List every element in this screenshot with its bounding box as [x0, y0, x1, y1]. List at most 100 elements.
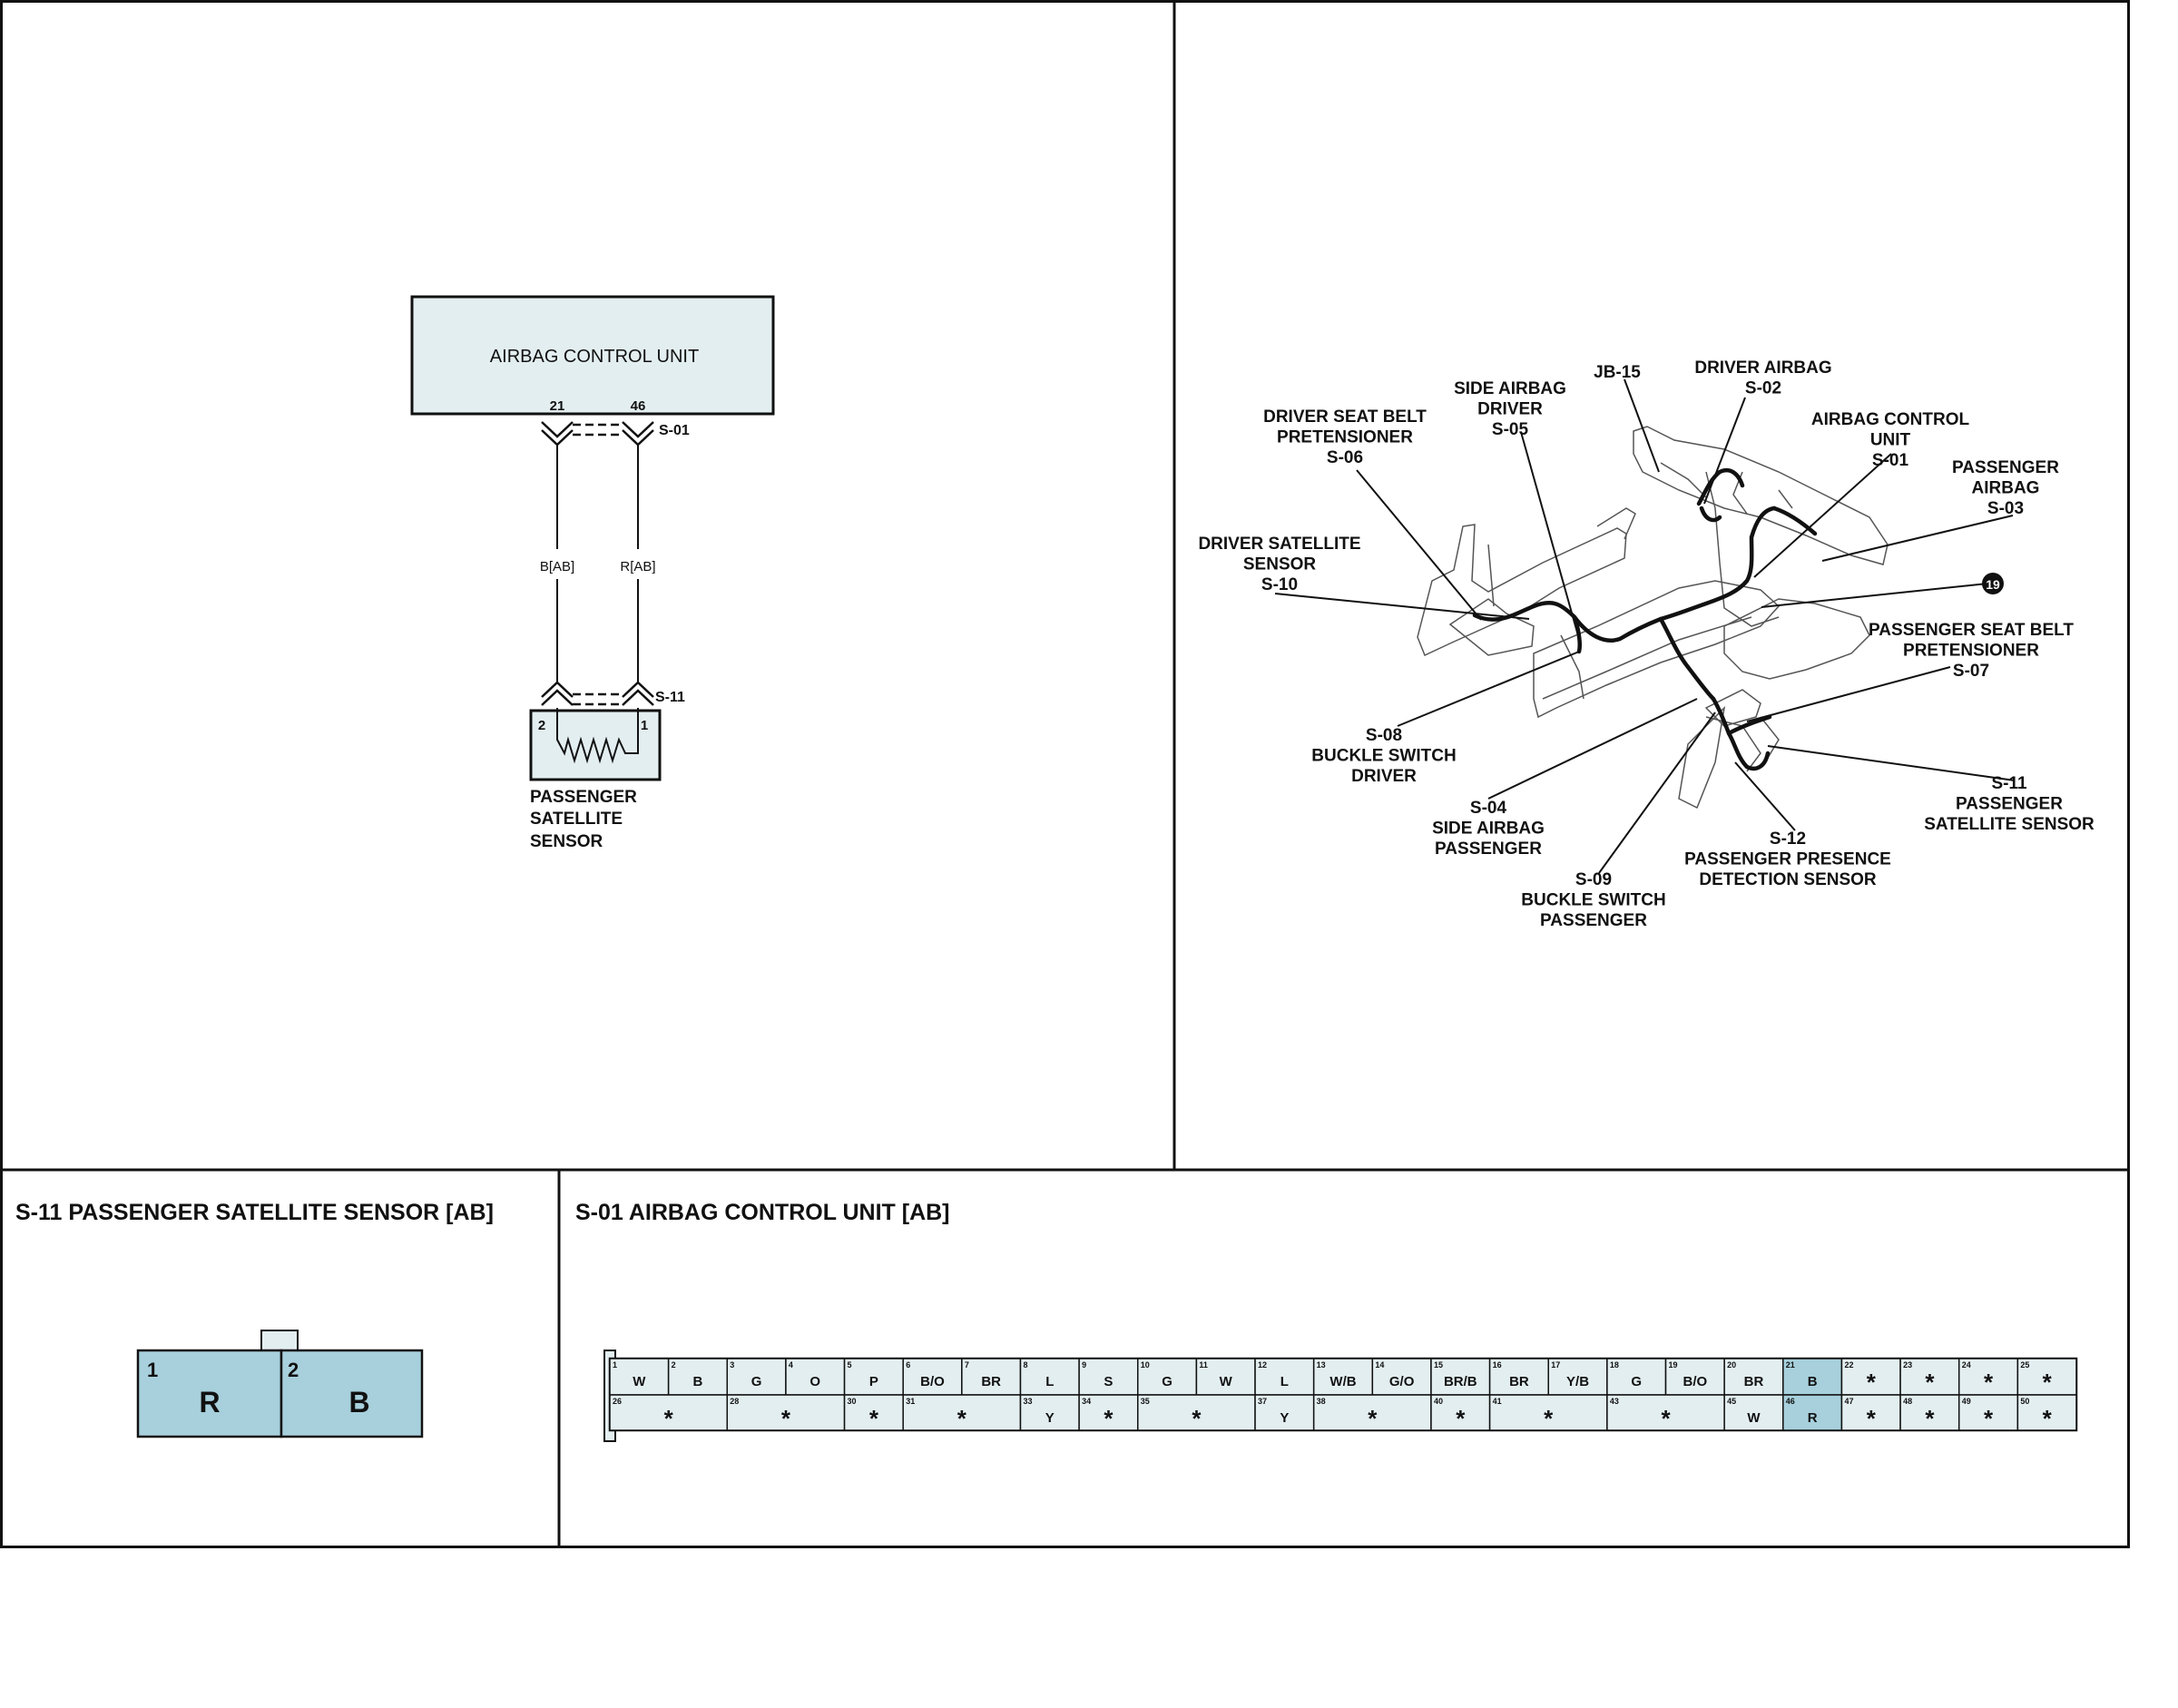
connector-s01-pin-number: 3 [730, 1360, 734, 1369]
connector-s01-pin-wire: G [751, 1374, 762, 1389]
locator-label-line: PASSENGER [1540, 911, 1647, 930]
wires [556, 445, 639, 682]
connector-s01-pin-number: 2 [672, 1360, 676, 1369]
locator-label-line: DRIVER [1477, 400, 1543, 419]
connector-s01-pin-number: 15 [1434, 1360, 1443, 1369]
connector-s01-pin-wire: BR [1509, 1374, 1529, 1389]
connector-s01-pin-number: 45 [1727, 1397, 1736, 1406]
connector-s01-pin-wire: L [1045, 1374, 1054, 1389]
connector-s01-pin-wire: * [957, 1405, 967, 1432]
sensor-label-1: PASSENGER [530, 788, 637, 807]
connector-s01-top-cell [1078, 1358, 1139, 1396]
wiring-harness [1472, 467, 1818, 771]
locator-label-line: AIRBAG [1972, 479, 2040, 498]
connector-s01-pin-number: 18 [1610, 1360, 1619, 1369]
connector-s01-pin-number: 25 [2020, 1360, 2029, 1369]
connector-s01-pin-number: 7 [965, 1360, 969, 1369]
connector-s01-pin-number: 5 [848, 1360, 852, 1369]
connector-s01-pin-number: 34 [1082, 1397, 1091, 1406]
connector-s01-pin-number: 28 [730, 1397, 739, 1406]
connector-s11-pin-1-num: 1 [147, 1359, 158, 1381]
connector-s01-top-cell [961, 1358, 1022, 1396]
connector-s01-pin-wire: B/O [920, 1374, 945, 1389]
locator-label-line: SIDE AIRBAG [1454, 379, 1566, 398]
connector-s01-pin-number: 1 [613, 1360, 617, 1369]
connector-s01-top-cell [1664, 1358, 1725, 1396]
connector-s01-pin-number: 14 [1375, 1360, 1384, 1369]
locator-label-line: S-09 [1575, 870, 1612, 889]
connector-s01-pin-wire: * [1984, 1405, 1994, 1432]
ground-marker: 19 [1982, 573, 2004, 594]
connector-s01-top-cell [1371, 1358, 1432, 1396]
connector-s01-pin-wire: B/O [1683, 1374, 1708, 1389]
connector-s01-pin-number: 23 [1903, 1360, 1912, 1369]
connector-s01-pin-number: 26 [613, 1397, 622, 1406]
connector-s01-pin-wire: * [1925, 1405, 1935, 1432]
connector-s01-pin-number: 38 [1317, 1397, 1326, 1406]
locator-label-line: PASSENGER [1435, 839, 1542, 859]
connector-s01-top-cell [2016, 1358, 2077, 1396]
connector-s01-pin-number: 13 [1317, 1360, 1326, 1369]
connector-s01-pin-number: 35 [1141, 1397, 1150, 1406]
connector-s01-cells: 1W2B3G4O5P6B/O7BR8L9S10G11W12L13W/B14G/O… [609, 1358, 2077, 1432]
locator-label-line: S-11 [1991, 774, 2027, 793]
connector-s01-pin-wire: BR [981, 1374, 1001, 1389]
connector-s01-pin-wire: * [1544, 1405, 1554, 1432]
locator-label-jb15: JB-15 [1594, 363, 1641, 382]
connector-s01-bottom-cell [2016, 1394, 2077, 1431]
connector-s01-pin-number: 22 [1844, 1360, 1853, 1369]
connector-s01-pin-wire: * [2043, 1405, 2053, 1432]
wire-label-right: R[AB] [620, 559, 655, 574]
connector-s01-pin-number: 30 [848, 1397, 857, 1406]
connector-s01-pin-wire: Y [1280, 1410, 1289, 1426]
connector-s01-bottom-cell [1254, 1394, 1315, 1431]
sensor-label-2: SATELLITE [530, 810, 623, 829]
locator-label-line: PASSENGER SEAT BELT [1869, 621, 2074, 640]
locator-label-line: DRIVER AIRBAG [1694, 358, 1831, 378]
connector-s01-pin-number: 49 [1962, 1397, 1971, 1406]
connector-s01-pin-number: 11 [1199, 1360, 1208, 1369]
connector-s01-bottom-cell [902, 1394, 1022, 1431]
locator-label-line: SATELLITE SENSOR [1924, 815, 2095, 834]
vehicle-body-drawing [1417, 426, 1889, 810]
locator-label-line: UNIT [1870, 431, 1911, 450]
connector-s01-bottom-cell [1723, 1394, 1784, 1431]
connector-s01-pin-wire: * [664, 1405, 674, 1432]
locator-label-line: BUCKLE SWITCH [1311, 747, 1456, 766]
connector-s01-bottom-cell [726, 1394, 846, 1431]
connector-s01-pin-number: 24 [1962, 1360, 1971, 1369]
ecu-pin-left: 21 [550, 398, 565, 414]
connector-s01-top-cell [1840, 1358, 1901, 1396]
connector-s11-pin-1-wire: R [199, 1386, 220, 1418]
locator-label-line: PRETENSIONER [1903, 642, 2039, 661]
connector-s01-pin-wire: W [1747, 1410, 1761, 1426]
ecu-pin-right: 46 [631, 398, 646, 414]
connector-s01-bottom-cell [609, 1394, 729, 1431]
connector-s01-pin-wire: Y/B [1566, 1374, 1589, 1389]
connector-s01-pin-number: 8 [1023, 1360, 1027, 1369]
connector-s01-bottom-cell [1312, 1394, 1432, 1431]
connector-s01-pin-number: 33 [1023, 1397, 1032, 1406]
connector-s01-pin-wire: S [1104, 1374, 1113, 1389]
sensor-connector-symbol [541, 681, 654, 706]
ecu-connector-symbol [541, 421, 654, 447]
wire-label-left: B[AB] [540, 559, 574, 574]
locator-label-line: S-06 [1327, 448, 1363, 467]
connector-s01-top-cell [1137, 1358, 1198, 1396]
connector-s01-pin-number: 17 [1551, 1360, 1560, 1369]
connector-s01-pin-number: 16 [1493, 1360, 1502, 1369]
connector-s01-bottom-cell [843, 1394, 904, 1431]
connector-s11-pin-2 [280, 1349, 424, 1438]
locator-label-line: PASSENGER PRESENCE [1684, 850, 1891, 869]
connector-s11-pin-2-num: 2 [288, 1359, 299, 1381]
connector-s01-top-cell [667, 1358, 729, 1396]
connector-s01-pin-wire: O [809, 1374, 820, 1389]
connector-s01-pin-wire: Y [1045, 1410, 1055, 1426]
